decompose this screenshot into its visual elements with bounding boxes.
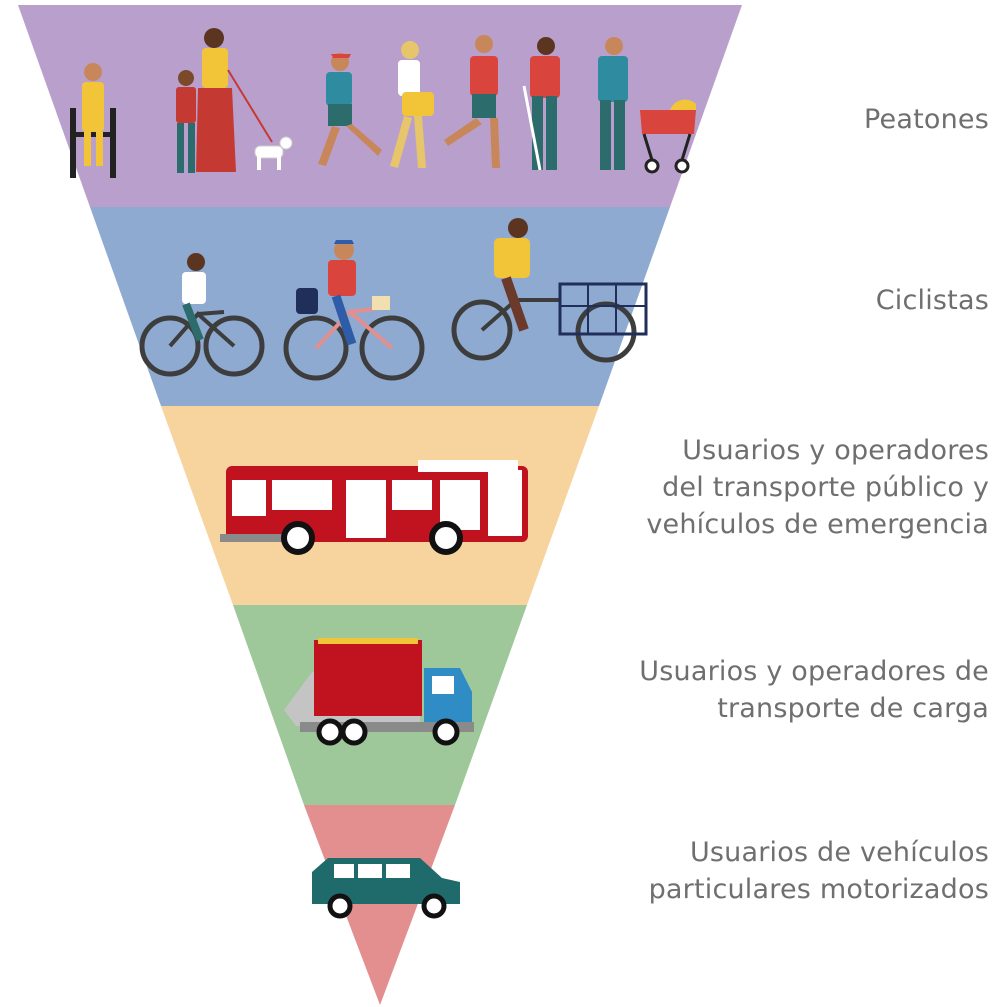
woman-walking-dog-icon	[196, 28, 273, 172]
tier-band-pedestrians	[18, 5, 742, 207]
tier-label-private-vehicles: Usuarios de vehículos particulares motor…	[649, 834, 989, 908]
car-icon	[312, 858, 460, 919]
child-icon	[176, 70, 196, 173]
cyclist-icon	[139, 253, 265, 377]
woman-walking-icon	[390, 41, 434, 168]
stroller-icon	[640, 99, 696, 174]
tier-label-line: Peatones	[864, 104, 989, 135]
tier-label-freight: Usuarios y operadores de transporte de c…	[639, 653, 989, 727]
runner-icon	[444, 35, 500, 168]
wheelchair-user-icon	[70, 63, 116, 178]
cargo-tricycle-icon	[451, 218, 648, 363]
bus-icon	[220, 460, 528, 555]
cyclist-with-child-seat-icon	[283, 240, 425, 381]
tier-label-cyclists: Ciclistas	[876, 282, 989, 319]
tier-label-line: Ciclistas	[875, 285, 989, 316]
person-with-stroller-icon	[598, 37, 628, 170]
dog-icon	[254, 136, 293, 170]
tier-band-private-vehicles	[304, 805, 455, 1005]
tier-label-line: vehículos de emergencia	[646, 509, 989, 540]
tier-label-line: Usuarios y operadores	[682, 435, 989, 466]
tier-label-line: particulares motorizados	[648, 874, 989, 905]
tier-label-pedestrians: Peatones	[864, 101, 989, 138]
person-with-white-cane-icon	[522, 37, 560, 171]
tier-label-line: transporte de carga	[717, 693, 989, 724]
tier-label-line: del transporte público y	[662, 472, 989, 503]
cargo-truck-icon	[284, 638, 474, 746]
tier-label-line: Usuarios de vehículos	[689, 837, 989, 868]
walking-person-icon	[318, 53, 382, 166]
tier-label-line: Usuarios y operadores de	[639, 656, 989, 687]
tier-label-public-transport: Usuarios y operadores del transporte púb…	[646, 432, 989, 543]
